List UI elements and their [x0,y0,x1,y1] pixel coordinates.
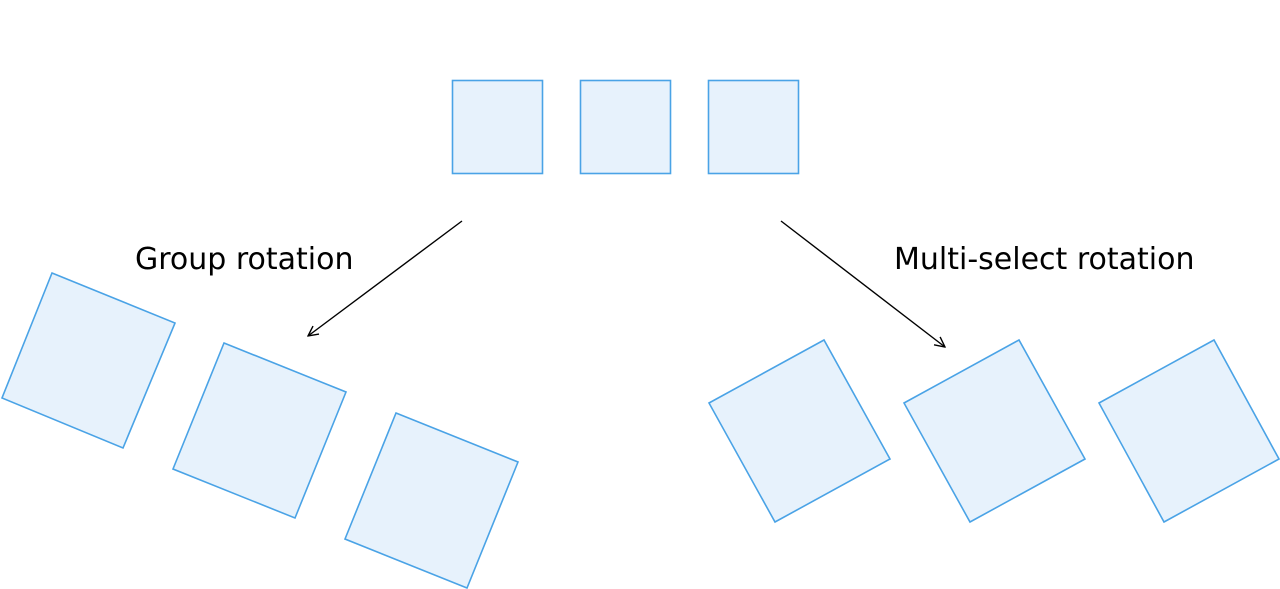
group-rotated-squares [0,271,520,589]
multi-square-2 [902,338,1087,524]
group-square-1 [0,271,177,450]
multi-rotated-squares [707,338,1280,524]
group-rotation-label: Group rotation [135,242,354,277]
multi-select-rotation-label: Multi-select rotation [894,242,1195,277]
multi-square-1 [707,338,892,524]
original-square-2 [579,79,672,175]
group-square-3 [343,411,520,589]
original-square-3 [707,79,800,175]
arrow-to-group [308,220,463,336]
multi-square-3 [1097,338,1280,524]
original-squares [451,79,800,175]
arrow-to-multi [780,220,945,347]
group-square-2 [171,341,348,520]
original-square-1 [451,79,544,175]
